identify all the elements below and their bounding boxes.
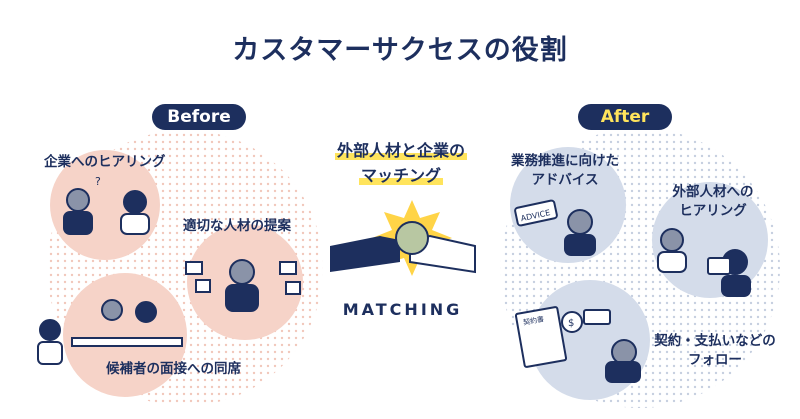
after-label-advice: 業務推進に向けた アドバイス — [510, 152, 620, 190]
person-icon: ? — [63, 175, 150, 235]
money-bag-text: $ — [568, 318, 574, 329]
before-circle-interview — [63, 273, 187, 397]
svg-text:?: ? — [95, 175, 101, 188]
person-icon — [657, 228, 751, 297]
person-icon — [185, 259, 301, 312]
after-label-follow-line1: 契約・支払いなどの — [654, 333, 776, 349]
page-title: カスタマーサクセスの役割 — [232, 35, 568, 66]
person-icon — [37, 299, 183, 365]
matching-heading-line1: 外部人材と企業の — [334, 141, 467, 160]
after-label-hearing: 外部人材への ヒアリング — [658, 183, 768, 221]
matching-heading-line2: マッチング — [358, 166, 443, 185]
after-label-advice-line2: アドバイス — [531, 172, 599, 188]
handshake-icon — [330, 200, 476, 276]
matching-heading: 外部人材と企業の マッチング — [326, 138, 476, 188]
person-icon: 契約書 $ — [514, 306, 641, 383]
after-label-follow-line2: フォロー — [688, 352, 742, 368]
person-icon: ADVICE — [514, 199, 596, 256]
after-label-hearing-line1: 外部人材への — [672, 184, 754, 200]
after-label-hearing-line2: ヒアリング — [679, 203, 747, 219]
before-label-hearing: 企業へのヒアリング — [44, 154, 166, 170]
contract-doc-text: 契約書 — [522, 314, 544, 327]
before-badge: Before — [152, 104, 246, 130]
before-label-interview: 候補者の面接への同席 — [106, 361, 241, 377]
matching-caption: MATCHING — [342, 300, 463, 319]
before-label-proposal: 適切な人材の提案 — [183, 218, 291, 234]
after-badge: After — [578, 104, 672, 130]
after-label-follow: 契約・支払いなどの フォロー — [650, 332, 780, 370]
after-circle-advice — [510, 147, 626, 263]
after-label-advice-line1: 業務推進に向けた — [511, 153, 619, 169]
